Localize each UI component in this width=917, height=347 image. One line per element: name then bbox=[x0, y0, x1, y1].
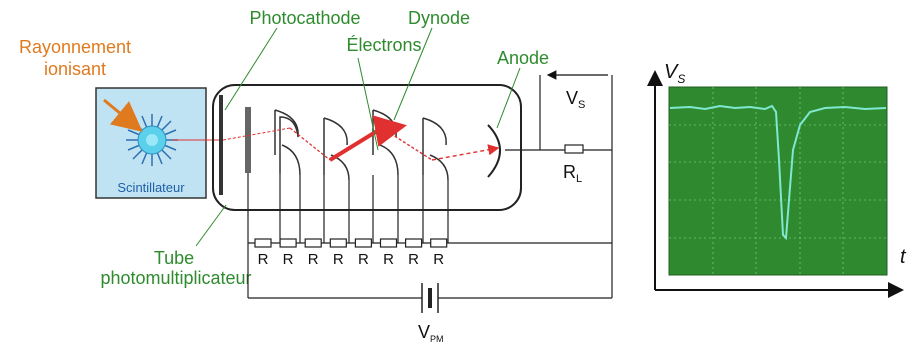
dynode-callout bbox=[393, 27, 433, 121]
anode-label: Anode bbox=[497, 48, 549, 68]
burst-icon bbox=[126, 114, 178, 166]
electron-path bbox=[222, 126, 500, 162]
radiation-arrow bbox=[103, 98, 143, 132]
divider-resistor-label-6: R bbox=[383, 251, 394, 268]
divider-resistor-label-8: R bbox=[433, 251, 444, 268]
tube-label-1: Tube bbox=[154, 248, 194, 268]
divider-resistor-label-4: R bbox=[333, 251, 344, 268]
divider-resistor-2 bbox=[279, 238, 297, 248]
dynode-7 bbox=[379, 144, 399, 176]
dynode-4 bbox=[422, 117, 447, 175]
divider-resistor-1 bbox=[254, 238, 272, 248]
scope-trace bbox=[669, 104, 887, 241]
dynode-1 bbox=[274, 109, 299, 173]
rayonnement-label-1: Rayonnement bbox=[19, 37, 131, 57]
tube-envelope bbox=[212, 84, 522, 211]
divider-resistor-label-3: R bbox=[308, 251, 319, 268]
dynode-pointer bbox=[372, 115, 407, 147]
rl-label: RL bbox=[563, 162, 582, 185]
scintillator-label: Scintillateur bbox=[117, 180, 185, 195]
photocathode-callout bbox=[224, 27, 278, 111]
divider-resistor-label-2: R bbox=[283, 251, 294, 268]
divider-resistor-6 bbox=[379, 238, 398, 248]
scope-screen bbox=[668, 86, 888, 276]
scope-grid bbox=[669, 87, 887, 275]
anode-callout bbox=[496, 67, 521, 129]
divider-resistor-3 bbox=[304, 238, 322, 248]
divider-wires bbox=[247, 173, 449, 243]
photocathode-plate bbox=[219, 95, 223, 195]
tube-callout bbox=[195, 204, 227, 247]
divider-resistor-5 bbox=[354, 238, 372, 248]
vs-label: VS bbox=[566, 88, 585, 111]
divider-resistor-label-7: R bbox=[408, 251, 419, 268]
divider-resistor-4 bbox=[329, 238, 347, 248]
tube-label-2: photomultiplicateur bbox=[100, 268, 251, 288]
dynode-label: Dynode bbox=[408, 8, 470, 28]
vpm-label: VPM bbox=[418, 322, 444, 344]
divider-resistor-label-1: R bbox=[258, 251, 269, 268]
dynode-2 bbox=[323, 117, 348, 175]
divider-resistor-8 bbox=[430, 238, 448, 248]
battery-icon bbox=[421, 283, 439, 313]
focus-electrode bbox=[245, 107, 251, 173]
photocathode-label: Photocathode bbox=[249, 8, 360, 28]
dynodes bbox=[274, 109, 449, 181]
y-axis-label: VS bbox=[664, 61, 685, 86]
dynode-5 bbox=[281, 144, 301, 176]
dynode-8 bbox=[429, 154, 449, 181]
electrons-callout bbox=[357, 57, 379, 151]
divider-resistor-7 bbox=[405, 238, 423, 248]
load-resistor bbox=[564, 144, 584, 154]
anode bbox=[487, 124, 501, 178]
divider-resistor-label-5: R bbox=[358, 251, 369, 268]
electrons-label: Électrons bbox=[346, 35, 421, 55]
x-axis-label: t bbox=[900, 246, 907, 268]
rayonnement-label-2: ionisant bbox=[44, 59, 106, 79]
